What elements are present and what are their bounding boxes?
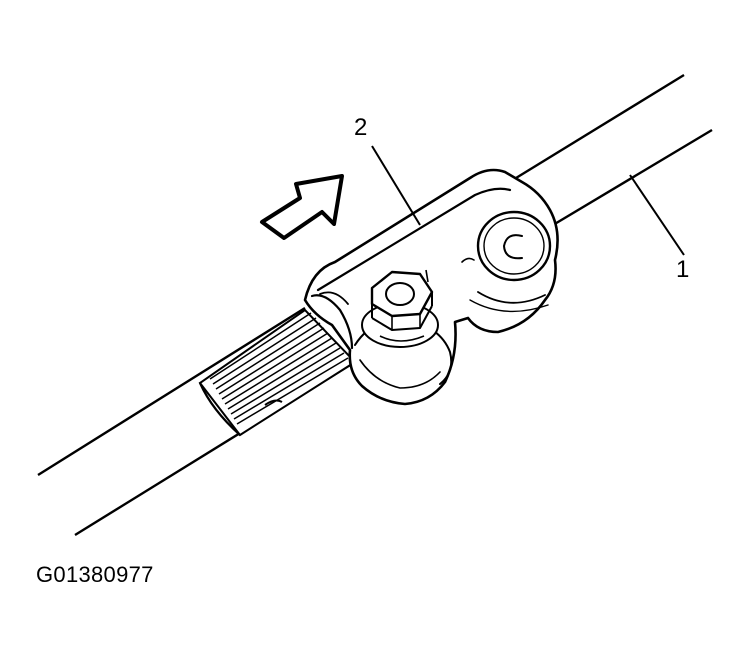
callout-label-shaft: 1	[676, 256, 690, 283]
figure-id-label: G01380977	[36, 562, 154, 587]
leader-lines	[371, 145, 685, 256]
callout-label-clamp: 2	[354, 114, 368, 141]
spline-section	[198, 308, 357, 437]
leader-line-2	[371, 145, 421, 226]
bolt-nut	[361, 269, 439, 348]
shaft-upper-lines	[515, 73, 713, 230]
direction-arrow-icon	[260, 174, 344, 240]
leader-line-1	[629, 174, 685, 256]
clamp	[303, 168, 559, 406]
